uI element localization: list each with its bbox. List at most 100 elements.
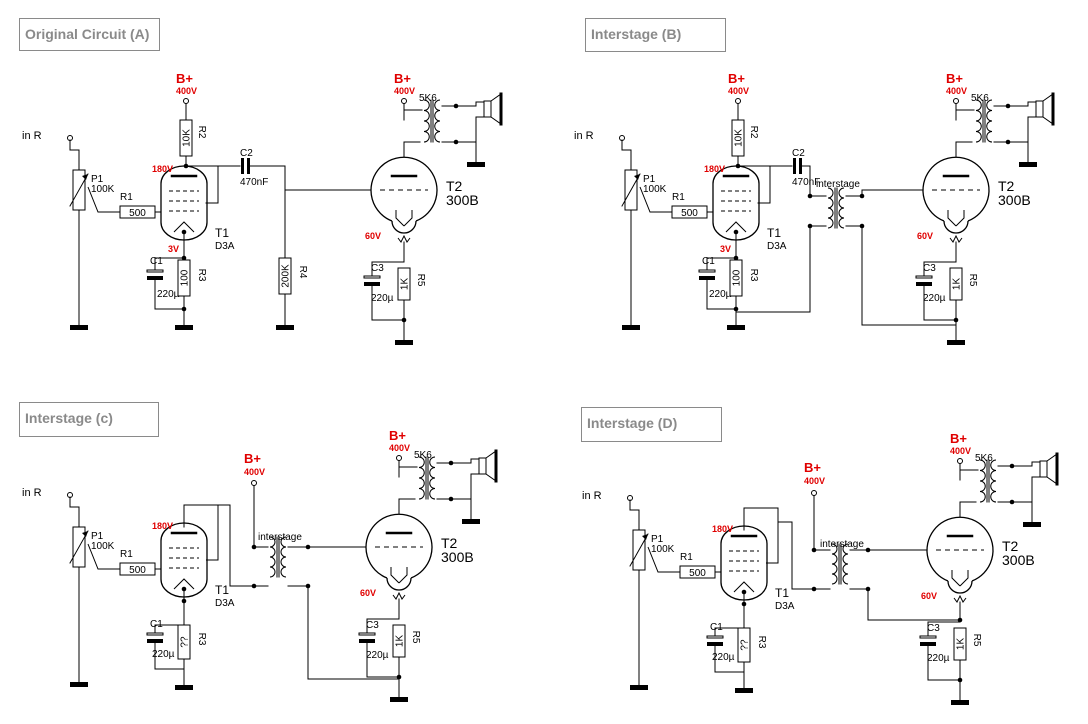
ground-symbol [630,685,648,690]
resistor-r3-value: ?? [180,636,191,648]
c2-label: C2 [792,148,805,159]
c3-value: 220µ [923,293,946,304]
resistor-r1: 500 [679,565,716,579]
input-label: in R [22,487,42,499]
ground-symbol [462,519,480,524]
panel-title-a: Original Circuit (A) [19,18,160,51]
t1-type: D3A [215,598,235,609]
panel-title-c: Interstage (c) [19,402,159,437]
junction-dot [807,193,813,199]
resistor-r1-value: 500 [129,208,146,219]
t2-label: T2 [441,535,458,551]
resistor-r3-value: 100 [180,269,191,286]
resistor-r3-label: R3 [196,633,207,646]
terminal-ring [251,480,257,486]
ground-symbol [622,325,640,330]
junction-dot [181,306,187,312]
t2-label: T2 [446,178,463,194]
bplus-voltage: 400V [244,467,265,477]
potentiometer-p1 [629,529,649,571]
tube-t2 [365,513,433,591]
t1-label: T1 [215,226,229,240]
potentiometer-p1 [69,169,89,211]
v-plate-t1: 180V [704,164,725,174]
v-cathode-t1: 3V [720,244,731,254]
input-label: in R [574,130,594,142]
t2-type: 300B [1002,552,1035,568]
interstage-transformer [269,536,287,578]
junction-dot [953,317,959,323]
out-bplus-label: B+ [950,431,967,446]
resistor-r2-value: 10K [734,129,745,147]
junction-dot [401,317,407,323]
ground-symbol [1023,522,1041,527]
v-plate-t1: 180V [152,164,173,174]
t1-type: D3A [775,601,795,612]
out-bplus-label: B+ [946,71,963,86]
junction-dot [396,674,402,680]
c2-value: 470nF [240,177,268,188]
p1-label: P1 [643,174,656,185]
panel-title-d: Interstage (D) [581,407,722,442]
t1-type: D3A [767,241,787,252]
resistor-r3-label: R3 [748,269,759,282]
ground-symbol [727,325,745,330]
resistor-r3-value: ?? [740,639,751,651]
v-plate-t1: 180V [712,524,733,534]
p1-value: 100K [91,184,115,195]
capacitor-c1 [146,269,164,280]
c3-value: 220µ [927,653,950,664]
output-transformer [418,456,436,500]
t1-label: T1 [215,583,229,597]
capacitor-c3 [915,275,933,286]
potentiometer-p1 [621,169,641,211]
resistor-r2-label: R2 [748,126,759,139]
p1-value: 100K [651,544,675,555]
interstage-label: interstage [258,532,302,543]
output-xfmr-value: 5K6 [971,93,989,104]
ground-symbol [70,682,88,687]
input-label: in R [22,130,42,142]
junction-dot [1005,103,1011,109]
p1-value: 100K [91,541,115,552]
resistor-r5-label: R5 [410,631,421,644]
resistor-r1-value: 500 [689,568,706,579]
c3-value: 220µ [371,293,394,304]
ground-symbol [947,340,965,345]
junction-dot [1009,463,1015,469]
ground-symbol [175,325,193,330]
interstage-label: interstage [816,179,860,190]
tube-t1 [160,522,208,598]
resistor-r5-value: 1K [952,278,963,291]
junction-dot [811,547,817,553]
c1-label: C1 [702,256,715,267]
junction-dot [741,601,747,607]
tube-t2 [926,516,994,594]
c2-value: 470nF [792,177,820,188]
resistor-r5-value: 1K [956,638,967,651]
ground-symbol [70,325,88,330]
resistor-r4-label: R4 [297,266,308,279]
terminal-ring [957,458,963,464]
input-label: in R [582,490,602,502]
interstage-label: interstage [820,539,864,550]
resistor-r4-value: 200K [281,264,292,288]
out-bplus-voltage: 400V [389,443,410,453]
junction-dot [957,677,963,683]
bplus-label: B+ [176,71,193,86]
resistor-r5-label: R5 [415,274,426,287]
capacitor-c2 [241,158,250,174]
t1-label: T1 [767,226,781,240]
c2-label: C2 [240,148,253,159]
resistor-r1: 500 [671,205,708,219]
